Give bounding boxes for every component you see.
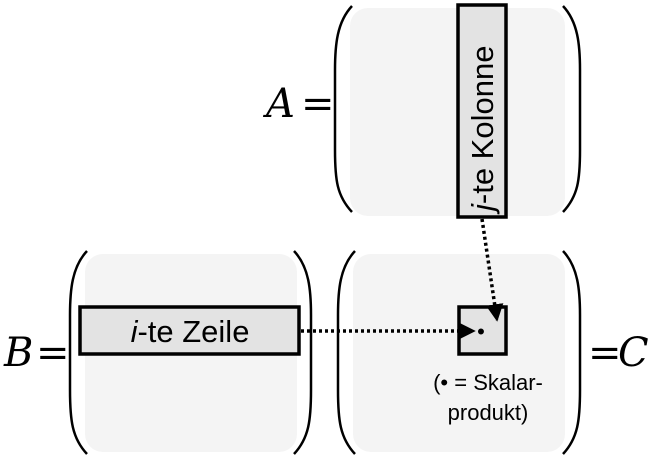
note-line-1: (• = Skalar-	[433, 370, 543, 395]
matrix-b-left-bracket	[68, 250, 88, 455]
scalar-product-note: (• = Skalar- produkt)	[433, 370, 543, 425]
matrix-c-symbol: C	[618, 330, 649, 376]
column-box	[456, 3, 508, 219]
column-label: j-te Kolonne	[465, 46, 500, 215]
result-cell: •	[457, 305, 508, 356]
row-label: i-te Zeile	[131, 314, 250, 349]
matrix-a-symbol: A	[262, 81, 295, 127]
column-text: -te Kolonne	[465, 46, 500, 205]
matrix-a-right-bracket	[562, 5, 582, 213]
row-box	[78, 305, 301, 356]
result-dot: •	[477, 319, 485, 344]
note-line-2: produkt)	[448, 400, 529, 425]
matrix-b-right-bracket	[293, 250, 313, 455]
column-highlight: j-te Kolonne	[456, 3, 508, 219]
matrix-a-equals: =	[301, 81, 335, 127]
matrix-c-left-bracket	[336, 250, 356, 455]
matrix-b-equals: =	[36, 330, 70, 376]
matrix-c-right-bracket	[562, 250, 582, 455]
matrix-a: A =	[262, 5, 582, 216]
row-highlight: i-te Zeile	[78, 305, 301, 356]
row-index: i	[131, 314, 139, 349]
matrix-b-symbol: B	[3, 330, 33, 376]
column-to-result-arrow	[480, 218, 504, 322]
matrix-a-left-bracket	[333, 5, 353, 213]
row-text: -te Zeile	[137, 314, 249, 349]
matrix-c-equals: =	[588, 330, 622, 376]
